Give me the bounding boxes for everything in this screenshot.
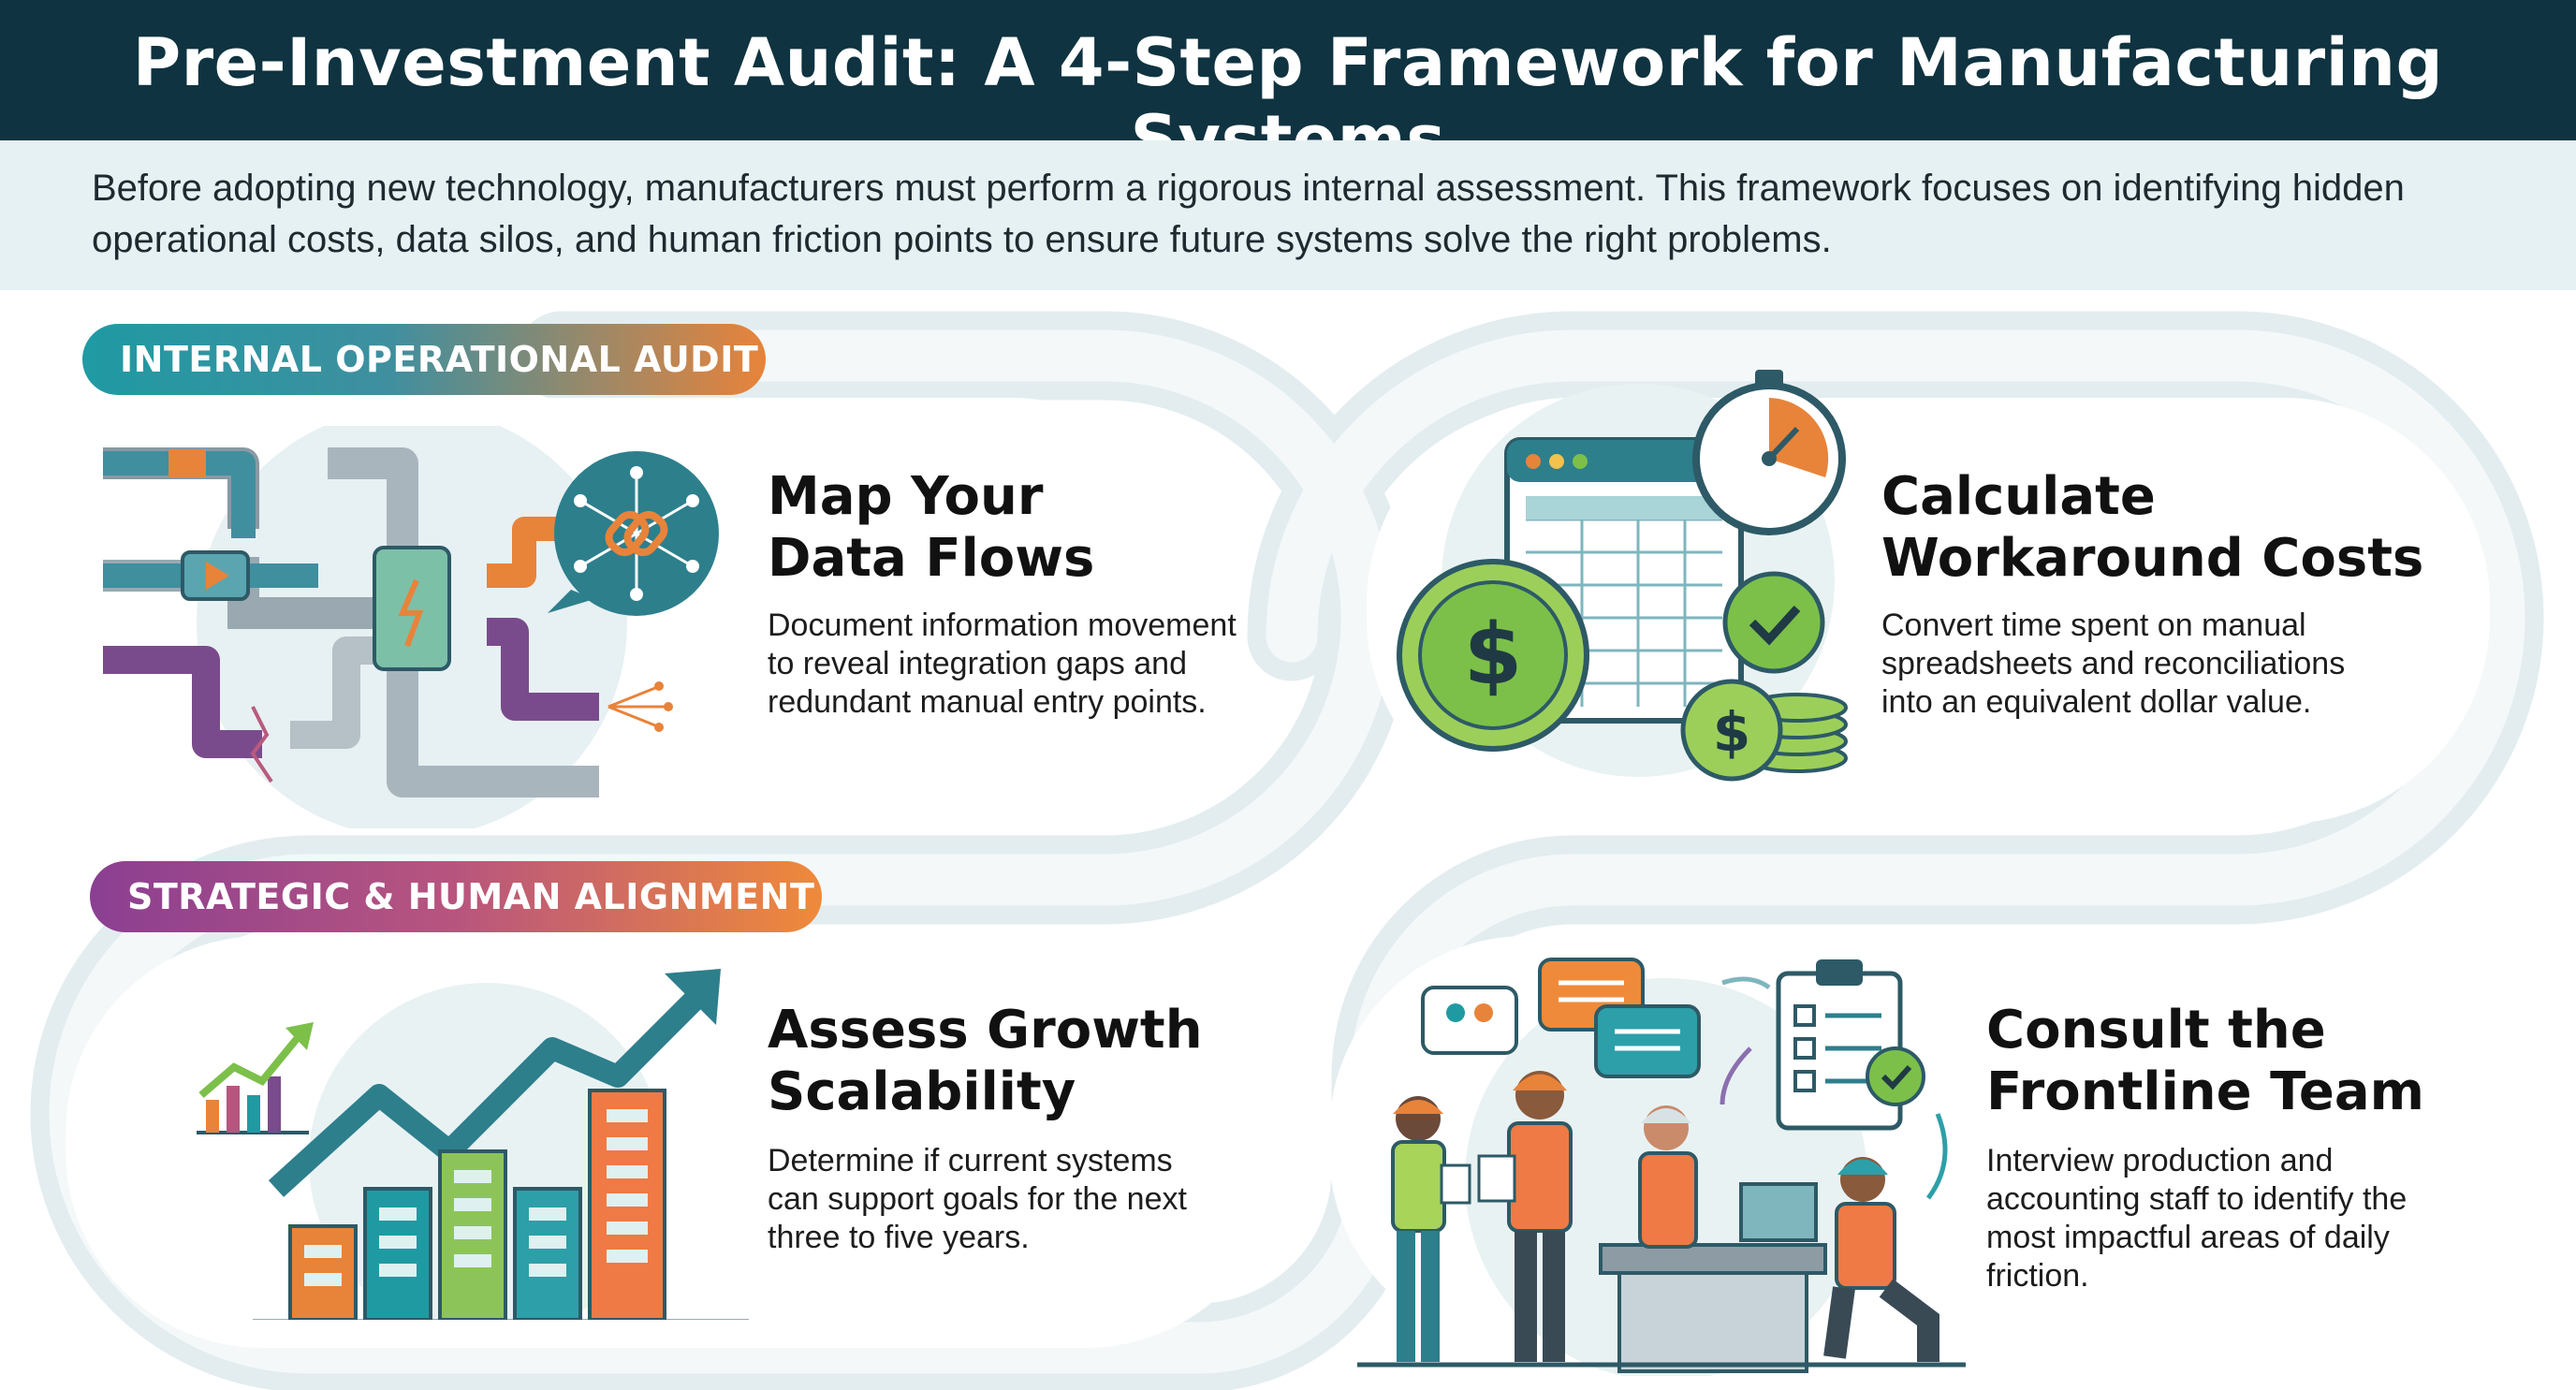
step-1-description: Document information movement to reveal …	[768, 607, 1237, 720]
intro-text: Before adopting new technology, manufact…	[92, 168, 2405, 260]
spreadsheet-stopwatch-dollar-icon: $ $	[1397, 370, 1848, 782]
svg-text:$: $	[1464, 606, 1523, 704]
section-label-internal-audit: INTERNAL OPERATIONAL AUDIT	[82, 324, 766, 395]
svg-text:$: $	[1713, 700, 1750, 764]
frontline-workers-icon	[1357, 958, 1966, 1376]
title-banner: Pre-Investment Audit: A 4-Step Framework…	[0, 0, 2576, 178]
step-2-description: Convert time spent on manual spreadsheet…	[1881, 607, 2346, 720]
step-3-description: Determine if current systems can support…	[768, 1143, 1187, 1255]
section-label-strategic-alignment: STRATEGIC & HUMAN ALIGNMENT	[90, 861, 822, 932]
pipes-data-flow-icon	[103, 426, 719, 828]
growth-buildings-icon	[197, 969, 749, 1320]
step-4-description: Interview production and accounting staf…	[1986, 1143, 2408, 1294]
intro-band: Before adopting new technology, manufact…	[0, 140, 2576, 290]
